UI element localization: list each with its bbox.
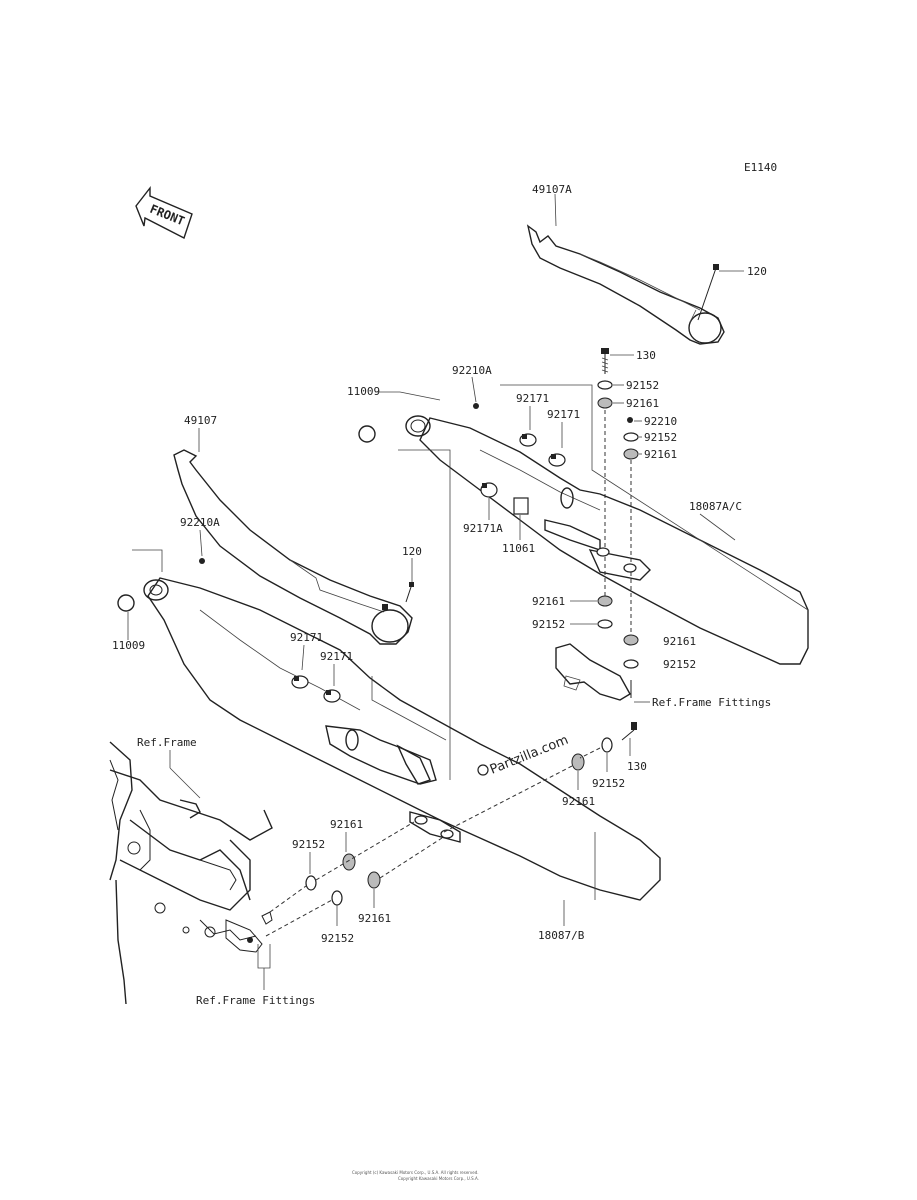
part-label-92210-b: 92210: [644, 415, 677, 428]
watermark: Partzilla.com: [477, 733, 571, 778]
clamp-icon: [548, 453, 566, 467]
grommet-icon: [571, 753, 585, 771]
part-label-92161-c: 92161: [532, 595, 565, 608]
part-label-92161-e: 92161: [562, 795, 595, 808]
sleeve-icon: [513, 497, 529, 515]
clamp-icon: [480, 482, 498, 498]
bolt-icon: [621, 722, 637, 741]
grommet-icon: [597, 397, 613, 409]
grommet-icon: [623, 634, 639, 646]
part-label-92161-d: 92161: [663, 635, 696, 648]
part-label-ref-frame-fittings-right: Ref.Frame Fittings: [652, 696, 771, 709]
frame-fitting-bracket: [555, 643, 632, 701]
part-label-92210A-top: 92210A: [452, 364, 492, 377]
washer-icon: [331, 890, 343, 906]
part-label-92152-c: 92152: [532, 618, 565, 631]
muffler-lower: [143, 577, 661, 901]
part-label-18087AC: 18087A/C: [689, 500, 742, 513]
part-label-49107A: 49107A: [532, 183, 572, 196]
grommet-icon: [597, 595, 613, 607]
part-label-120-top: 120: [747, 265, 767, 278]
gasket-icon: [358, 425, 376, 443]
part-label-92171A: 92171A: [463, 522, 503, 535]
clamp-icon: [519, 433, 537, 447]
part-label-92171-b: 92171: [547, 408, 580, 421]
part-label-11009-left: 11009: [112, 639, 145, 652]
washer-icon: [623, 432, 639, 442]
part-label-ref-frame-fittings-left: Ref.Frame Fittings: [196, 994, 315, 1007]
part-label-92171-a: 92171: [516, 392, 549, 405]
gasket-icon: [117, 594, 135, 612]
heat-shield-left: [173, 449, 413, 645]
watermark-text: Partzilla.com: [488, 733, 571, 778]
grommet-icon: [367, 871, 381, 889]
grommet-icon: [342, 853, 356, 871]
washer-icon: [305, 875, 317, 891]
washer-icon: [623, 659, 639, 669]
diagram-code: E1140: [744, 161, 777, 174]
front-arrow-icon: FRONT: [135, 185, 193, 239]
part-label-11009-top: 11009: [347, 385, 380, 398]
front-label: FRONT: [148, 202, 187, 229]
part-label-130-low: 130: [627, 760, 647, 773]
part-label-92210A-left: 92210A: [180, 516, 220, 529]
part-label-92152-f: 92152: [292, 838, 325, 851]
part-label-120-mid: 120: [402, 545, 422, 558]
collar-icon: [199, 558, 205, 564]
part-label-92152-e: 92152: [592, 777, 625, 790]
part-label-92161-f: 92161: [330, 818, 363, 831]
part-label-11061: 11061: [502, 542, 535, 555]
frame-reference-drawing: [109, 741, 273, 1005]
clamp-icon: [323, 689, 341, 703]
part-label-92161-b: 92161: [644, 448, 677, 461]
grommet-icon: [623, 448, 639, 460]
washer-icon: [597, 619, 613, 629]
muffler-upper: [405, 415, 809, 665]
collar-icon: [627, 417, 633, 423]
clamp-icon: [291, 675, 309, 689]
screw-icon: [697, 264, 719, 321]
washer-icon: [597, 380, 613, 390]
collar-icon: [473, 403, 479, 409]
part-label-92171-c: 92171: [290, 631, 323, 644]
footer-copyright-2: Copyright Kawasaki Motors Corp., U.S.A.: [398, 1176, 479, 1181]
part-label-49107: 49107: [184, 414, 217, 427]
part-label-130-top: 130: [636, 349, 656, 362]
part-label-92171-d: 92171: [320, 650, 353, 663]
part-label-92161-g: 92161: [358, 912, 391, 925]
footer-copyright-1: Copyright (c) Kawasaki Motors Corp., U.S…: [352, 1170, 479, 1175]
part-label-92152-g: 92152: [321, 932, 354, 945]
part-label-92152-d: 92152: [663, 658, 696, 671]
bolt-icon: [601, 348, 609, 374]
heat-shield-right: [526, 224, 725, 345]
part-label-92161-a: 92161: [626, 397, 659, 410]
part-label-18087B: 18087/B: [538, 929, 585, 942]
part-label-ref-frame: Ref.Frame: [137, 736, 197, 749]
screw-icon: [405, 582, 414, 603]
washer-icon: [601, 737, 613, 753]
part-label-92152-a: 92152: [626, 379, 659, 392]
part-label-92152-b: 92152: [644, 431, 677, 444]
